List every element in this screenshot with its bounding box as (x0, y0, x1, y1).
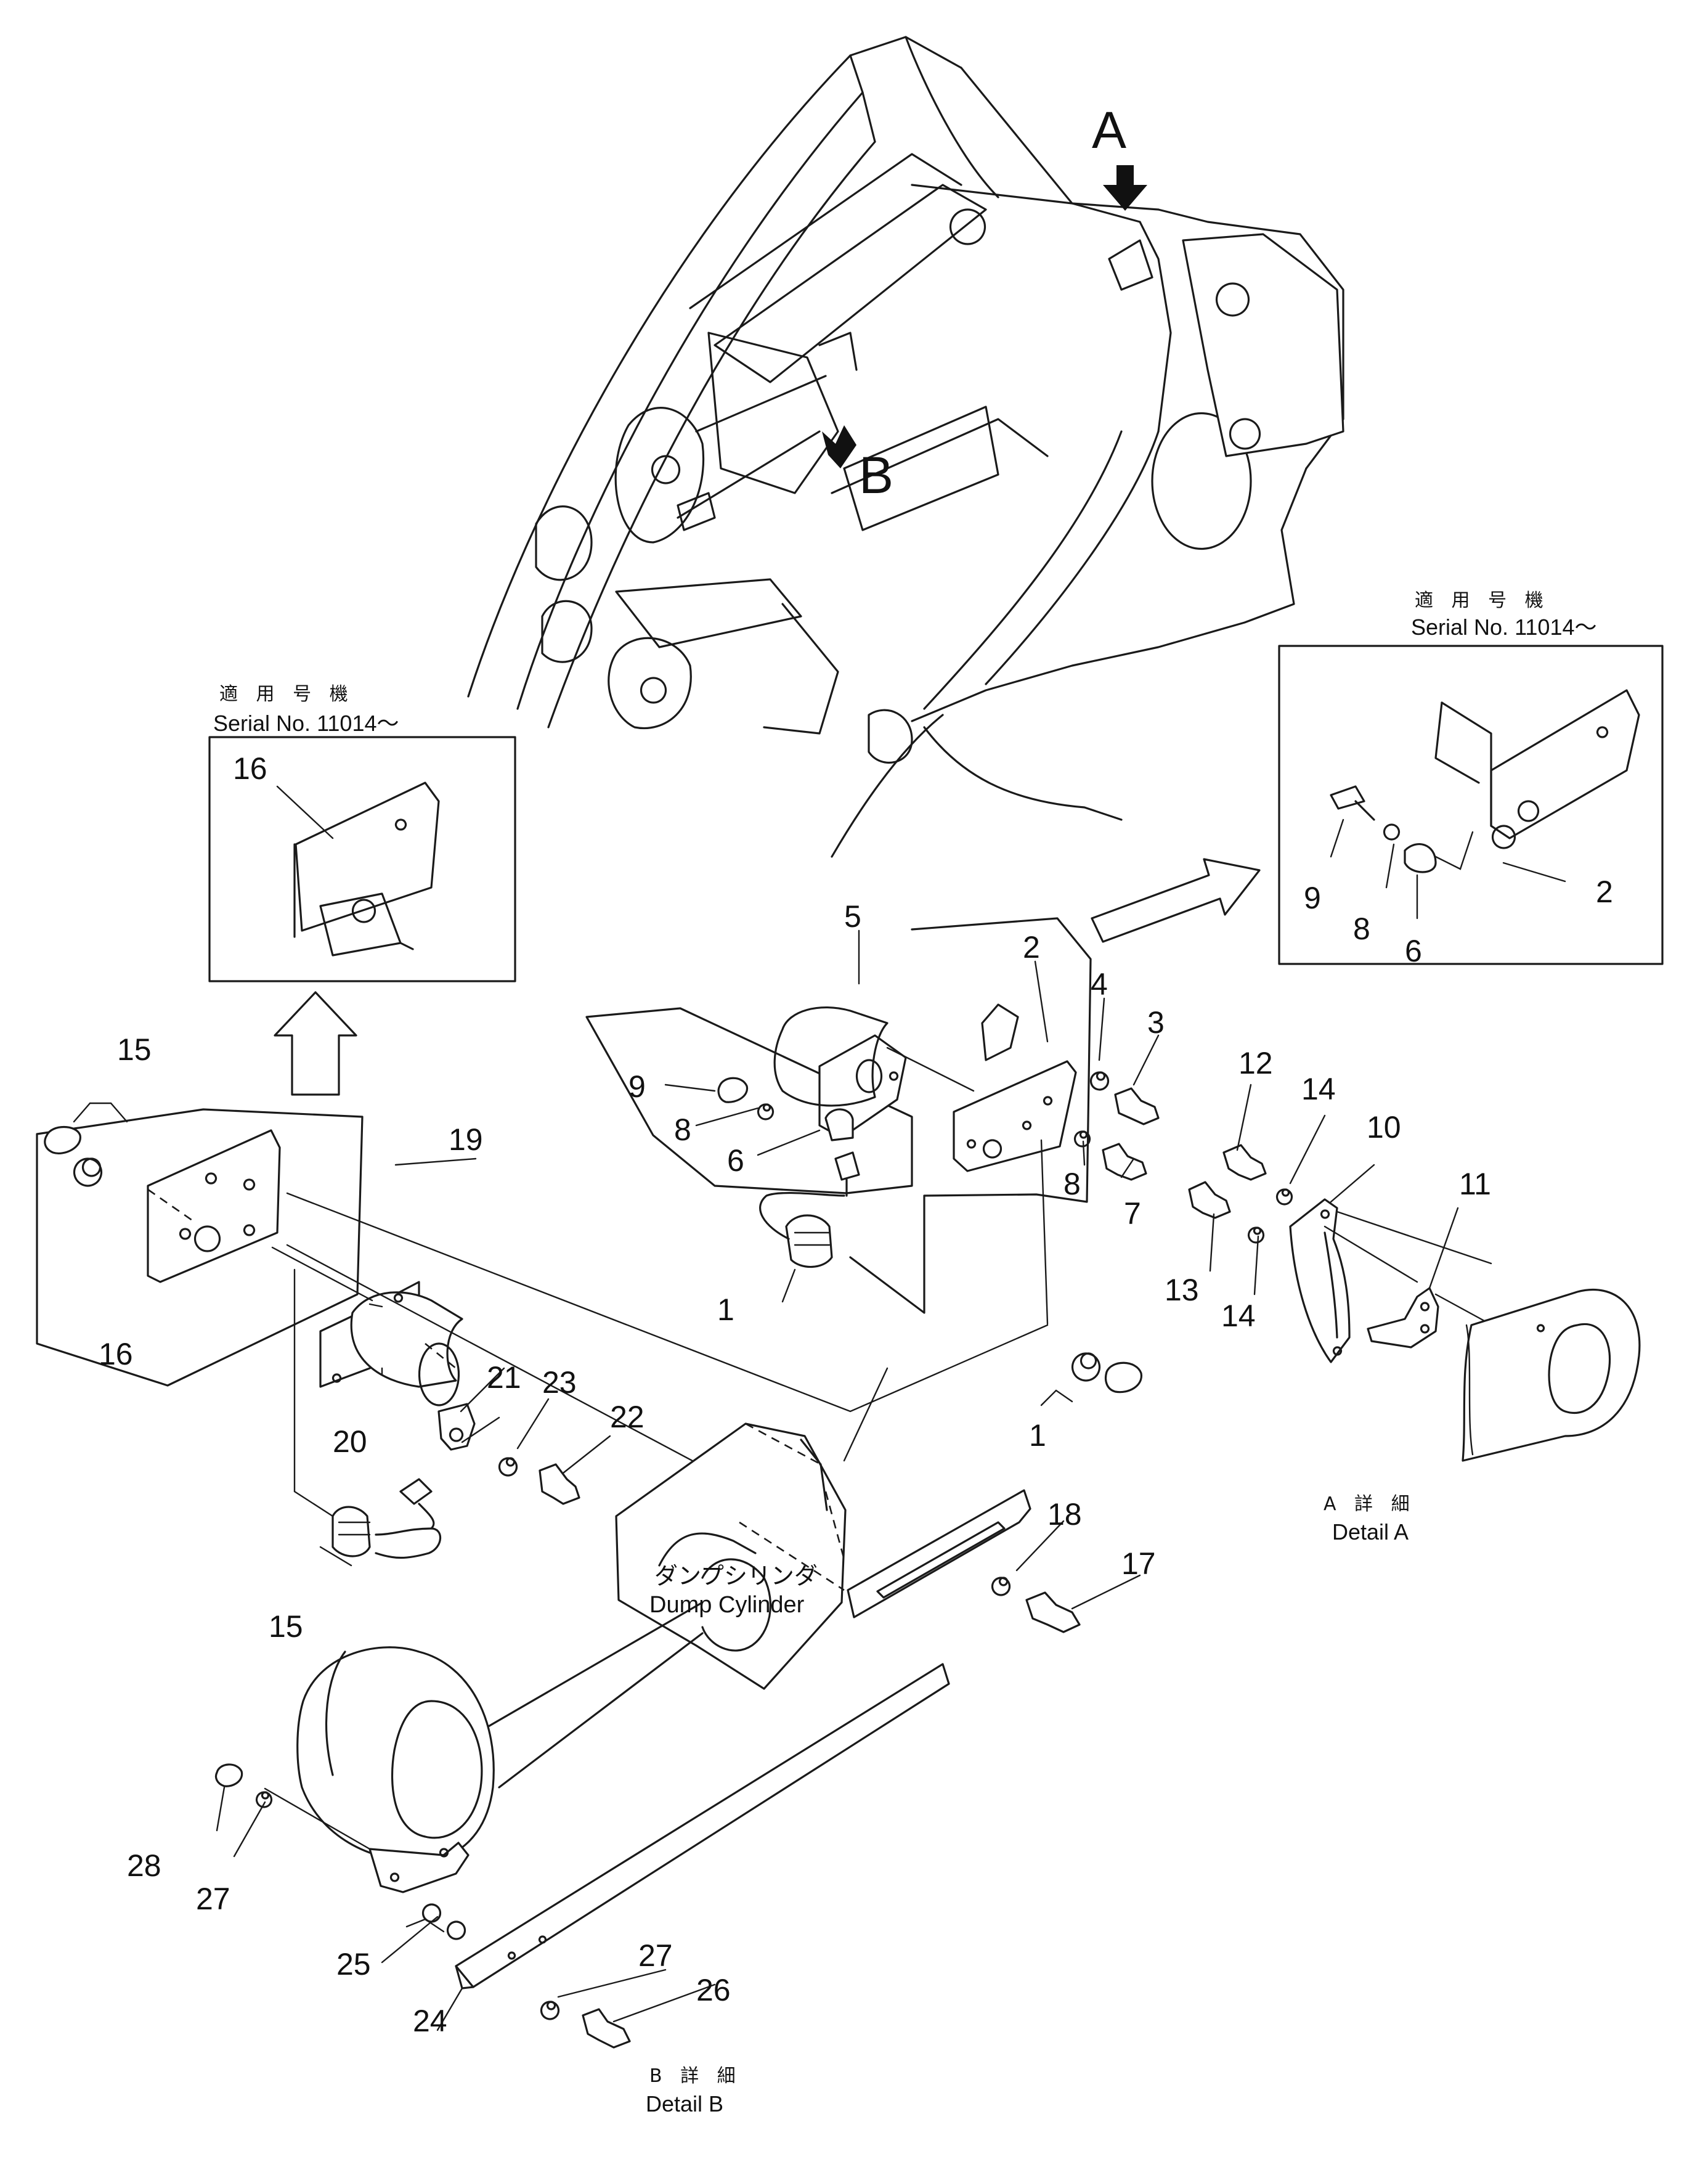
nut-15 (44, 1126, 81, 1154)
callout-15-bottom: 15 (269, 1609, 303, 1644)
strip-24 (455, 1663, 950, 1989)
left-inset-frame (208, 736, 516, 982)
callout-2-inset: 2 (1596, 875, 1613, 909)
callout-8-center: 8 (674, 1112, 691, 1147)
callout-11: 11 (1459, 1167, 1491, 1201)
callout-16-bracket: 16 (99, 1337, 133, 1371)
view-arrows: A B (822, 101, 1147, 504)
callout-numbers: 5 2 4 3 9 8 6 1 8 7 1 12 14 10 11 13 14 … (99, 751, 1613, 2038)
view-marker-a: A (1092, 101, 1126, 159)
callout-10: 10 (1367, 1110, 1401, 1145)
callout-3: 3 (1147, 1005, 1165, 1040)
callout-21: 21 (487, 1360, 521, 1395)
view-marker-b: B (859, 446, 893, 504)
center-switch-assy (585, 917, 1160, 1406)
callout-20: 20 (333, 1424, 367, 1459)
callout-1-switch: 1 (717, 1292, 734, 1327)
right-inset-serial: Serial No. 11014～ (1411, 614, 1597, 640)
callout-17: 17 (1121, 1546, 1156, 1581)
strip-bar-upper (739, 1489, 1081, 1633)
right-arrow-icon (1091, 858, 1261, 943)
callout-12: 12 (1238, 1046, 1273, 1080)
callout-19: 19 (449, 1122, 483, 1157)
callout-9-inset: 9 (1304, 881, 1321, 915)
callout-13: 13 (1165, 1273, 1199, 1307)
right-inset-jp-label: 適 用 号 機 (1415, 590, 1550, 611)
callout-22: 22 (610, 1400, 645, 1434)
detail-a-en: Detail A (1332, 1519, 1409, 1545)
captions: 適 用 号 機 Serial No. 11014～ 適 用 号 機 Serial… (213, 590, 1597, 2116)
detail-b-en: Detail B (646, 2091, 723, 2116)
callout-14-top: 14 (1301, 1072, 1336, 1106)
callout-16-inset: 16 (233, 751, 267, 786)
detail-a-jp: A 詳 細 (1324, 1493, 1416, 1515)
cylinder-label-jp: ダンプシリンダ (654, 1564, 818, 1590)
callout-leaders (216, 929, 1459, 2031)
callout-8-right: 8 (1063, 1167, 1081, 1201)
right-inset-frame (1278, 645, 1664, 965)
callout-25: 25 (336, 1947, 371, 1981)
detail-a-group (1188, 1144, 1641, 1462)
callout-1-nut: 1 (1029, 1418, 1046, 1453)
loader-frame (467, 36, 1344, 858)
clamp-21-group (437, 1403, 580, 1505)
hardware-28-27 (214, 1763, 371, 1850)
dump-cylinder (296, 1422, 847, 1863)
callout-14-bottom: 14 (1221, 1299, 1256, 1333)
cylinder-label-en: Dump Cylinder (649, 1592, 805, 1618)
callout-18: 18 (1047, 1497, 1082, 1532)
callout-2: 2 (1023, 930, 1040, 965)
callout-8-inset: 8 (1353, 912, 1370, 946)
callout-26: 26 (696, 1973, 731, 2007)
right-inset (1278, 645, 1664, 965)
callout-7: 7 (1124, 1196, 1141, 1231)
callout-9-center: 9 (628, 1069, 646, 1104)
detail-b-jp: B 詳 細 (649, 2065, 742, 2087)
inset-pointers (274, 858, 1261, 1096)
sensor-20 (319, 1281, 463, 1406)
callout-27-right: 27 (638, 1938, 673, 1973)
guide-lines (271, 1192, 1049, 1517)
callout-4: 4 (1091, 967, 1108, 1002)
callout-15-top: 15 (117, 1032, 152, 1067)
callout-24: 24 (413, 2004, 447, 2038)
arrow-b-icon (822, 425, 856, 468)
left-inset-jp-label: 適 用 号 機 (219, 684, 354, 705)
callout-5: 5 (844, 899, 861, 934)
clamp-25 (368, 1842, 470, 1940)
callout-6-inset: 6 (1405, 934, 1422, 968)
arrow-a-icon (1103, 165, 1147, 211)
callout-6-center: 6 (727, 1143, 744, 1178)
callout-28: 28 (127, 1848, 161, 1883)
up-arrow-icon (274, 991, 357, 1096)
bracket-16-group (36, 1102, 364, 1387)
hardware-26-27 (540, 2001, 631, 2049)
callout-27-left: 27 (196, 1882, 230, 1916)
left-inset-serial: Serial No. 11014～ (213, 711, 399, 736)
sensor-15 (331, 1478, 442, 1559)
callout-23: 23 (542, 1365, 577, 1400)
left-inset (208, 736, 516, 982)
